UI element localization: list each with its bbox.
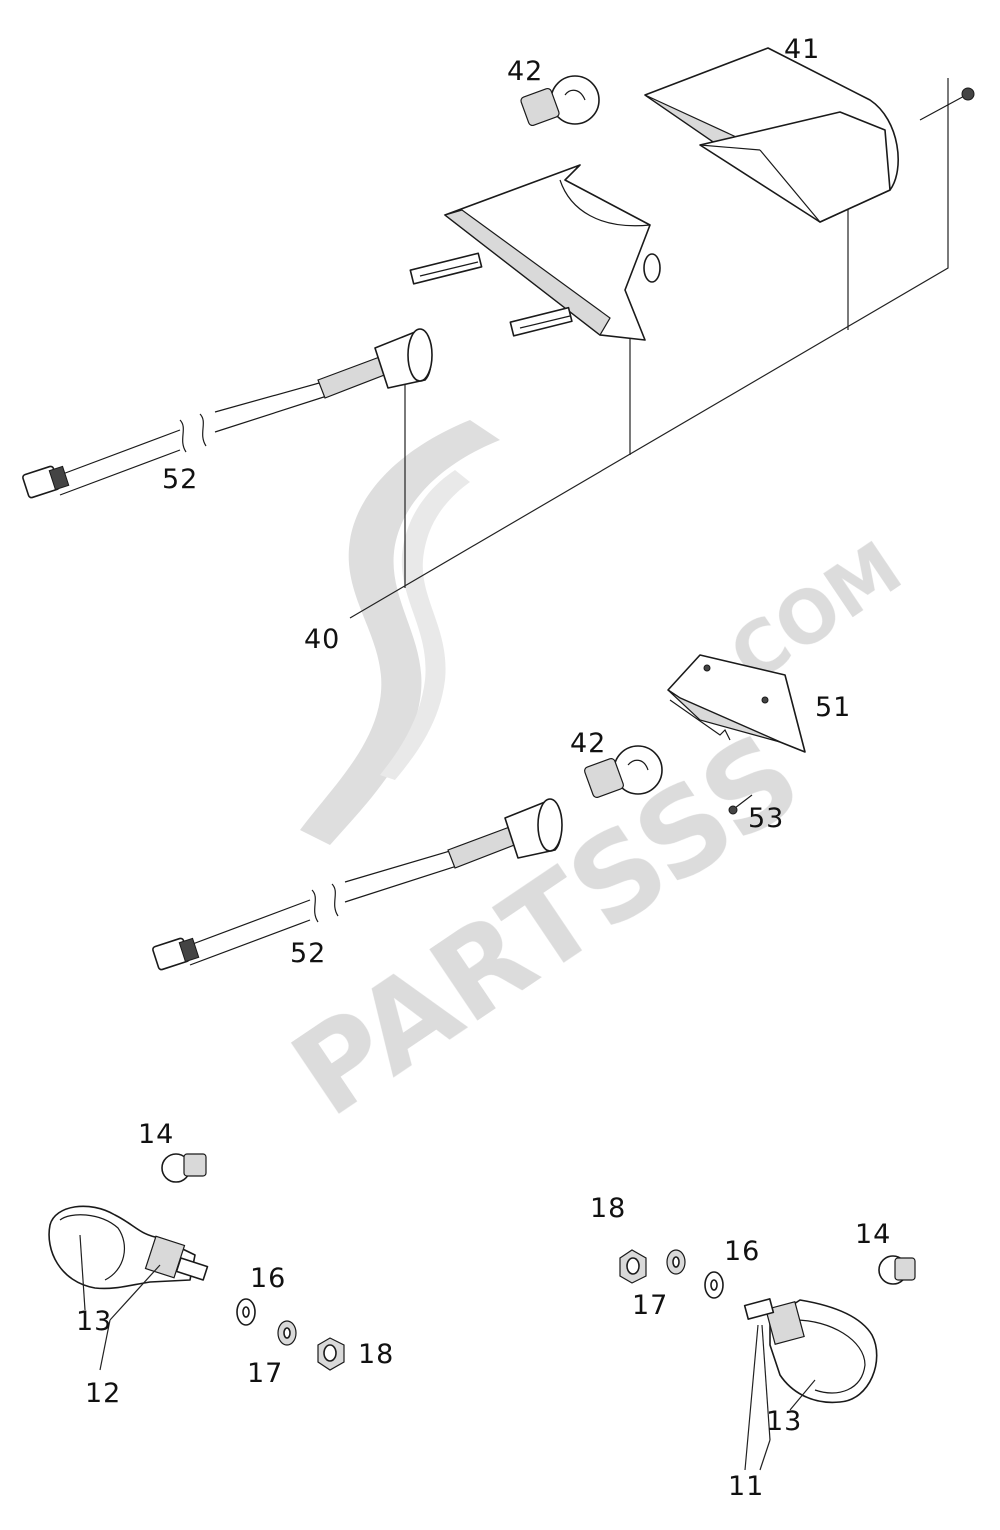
callout-14-right: 14 [855, 1219, 891, 1250]
callout-52-top: 52 [162, 464, 198, 495]
callout-14-left: 14 [138, 1119, 174, 1150]
callout-40: 40 [304, 624, 340, 655]
nut-18-right [619, 1249, 647, 1284]
callout-17-left: 17 [247, 1358, 283, 1389]
bulb-14-right [878, 1255, 916, 1285]
callout-11: 11 [728, 1471, 764, 1502]
callout-labels: 41 42 52 40 51 42 53 52 14 13 12 16 17 1… [76, 34, 891, 1502]
screw-top [919, 87, 975, 121]
tail-light-lens-41 [644, 47, 899, 223]
washer-16-right [704, 1271, 724, 1299]
callout-16-right: 16 [724, 1236, 760, 1267]
nut-18-left [317, 1337, 345, 1371]
callout-52-mid: 52 [290, 938, 326, 969]
callout-13-right: 13 [766, 1406, 802, 1437]
washer-16-left [236, 1298, 256, 1326]
callout-18-left: 18 [358, 1339, 394, 1370]
bulb-42-top [520, 75, 600, 127]
callout-41: 41 [784, 34, 820, 65]
callout-18-right: 18 [590, 1193, 626, 1224]
callout-17-right: 17 [632, 1290, 668, 1321]
license-plate-light-51 [667, 654, 806, 753]
cable-harness-52-top [22, 328, 433, 499]
lock-washer-17-left [277, 1320, 297, 1346]
cable-harness-52-mid [152, 798, 563, 971]
callout-42-mid: 42 [570, 728, 606, 759]
bulb-14-left [161, 1153, 207, 1183]
bulb-42-mid [584, 745, 663, 798]
lock-washer-17-right [666, 1249, 686, 1275]
indicator-lens-13-left [48, 1205, 209, 1290]
right-indicator-group [619, 1249, 916, 1471]
left-indicator-group [48, 1153, 345, 1371]
callout-51: 51 [815, 692, 851, 723]
mounting-studs [409, 252, 573, 337]
screw-53 [728, 794, 753, 815]
callout-12: 12 [85, 1378, 121, 1409]
callout-53: 53 [748, 803, 784, 834]
callout-16-left: 16 [250, 1263, 286, 1294]
tail-light-housing [409, 164, 661, 341]
leader-lines-assembly-40 [349, 78, 949, 619]
indicator-lens-13-right [743, 1298, 878, 1404]
callout-13-left: 13 [76, 1306, 112, 1337]
watermark-swoosh-logo-inner [380, 470, 470, 780]
watermark-swoosh-logo [300, 420, 500, 845]
callout-42-top: 42 [507, 56, 543, 87]
